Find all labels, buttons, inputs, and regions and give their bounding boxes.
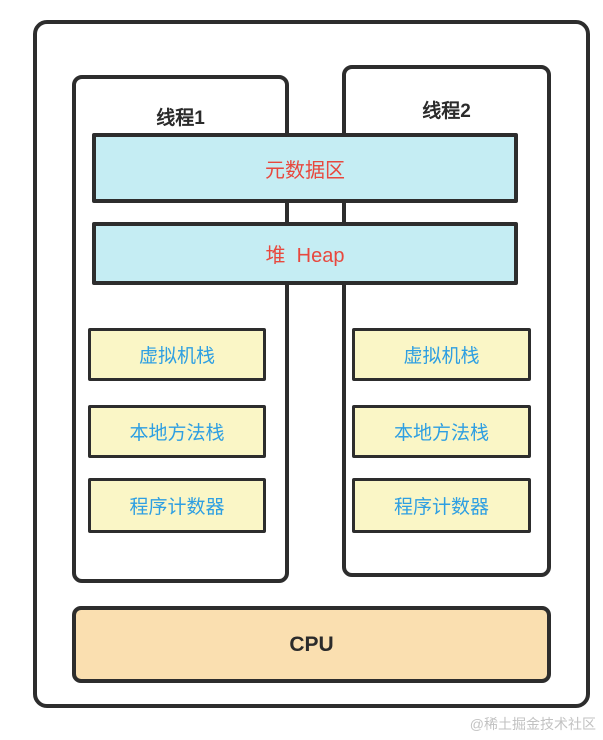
watermark: @稀土掘金技术社区 — [469, 716, 596, 732]
thread1-program-counter-label: 程序计数器 — [129, 497, 225, 518]
metadata-area-box: 元数据区 — [92, 133, 518, 203]
thread1-vm-stack-box: 虚拟机栈 — [88, 328, 266, 381]
heap-box: 堆 Heap — [92, 222, 518, 285]
thread1-vm-stack-label: 虚拟机栈 — [138, 346, 215, 367]
thread2-native-method-stack-box: 本地方法栈 — [352, 405, 531, 458]
thread2-program-counter-label: 程序计数器 — [393, 497, 489, 518]
cpu-label: CPU — [289, 632, 334, 656]
thread1-native-method-stack-box: 本地方法栈 — [88, 405, 266, 458]
thread1-label: 线程1 — [156, 108, 205, 129]
cpu-box: CPU — [72, 606, 551, 683]
heap-label: 堆 Heap — [265, 245, 345, 267]
thread2-native-method-stack-label: 本地方法栈 — [393, 423, 489, 444]
thread2-label: 线程2 — [422, 101, 471, 122]
thread1-program-counter-box: 程序计数器 — [88, 478, 266, 533]
thread2-vm-stack-label: 虚拟机栈 — [403, 346, 480, 367]
thread1-native-method-stack-label: 本地方法栈 — [129, 423, 225, 444]
metadata-area-label: 元数据区 — [265, 159, 345, 182]
thread2-program-counter-box: 程序计数器 — [352, 478, 531, 533]
thread2-vm-stack-box: 虚拟机栈 — [352, 328, 531, 381]
